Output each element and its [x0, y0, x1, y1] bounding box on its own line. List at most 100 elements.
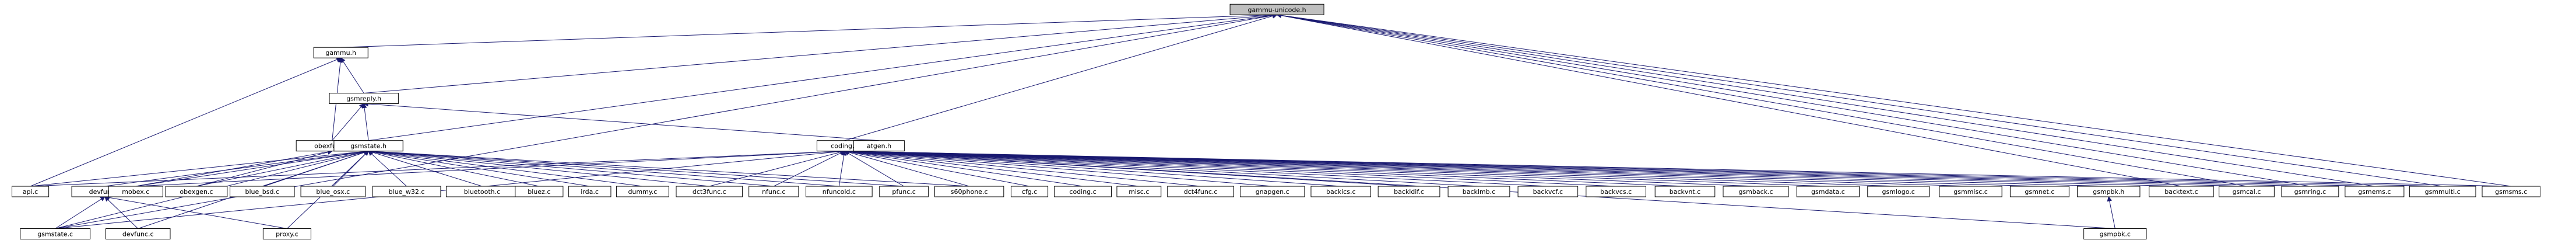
node-gsmpbk-c[interactable]: gsmpbk.c [2083, 228, 2147, 239]
node-backtext[interactable]: backtext.c [2149, 186, 2214, 197]
node-backics[interactable]: backics.c [1310, 186, 1372, 197]
edge-gsmpbk_c-to-gsmpbk_h [2107, 196, 2115, 229]
node-box [1447, 186, 1510, 197]
node-box [262, 228, 311, 239]
edge-gsmstate_h-to-root [368, 13, 1278, 141]
edge-obexgen-to-obexfunc [196, 149, 333, 187]
node-box [1867, 186, 1930, 197]
node-gsmems[interactable]: gsmems.c [2345, 186, 2405, 197]
node-box [1796, 186, 1860, 197]
node-obexgen[interactable]: obexgen.c [165, 186, 228, 197]
node-gsmlogo[interactable]: gsmlogo.c [1867, 186, 1930, 197]
node-gsmmulti[interactable]: gsmmulti.c [2409, 186, 2476, 197]
edge-gsmsms-to-root [1276, 13, 2511, 187]
node-backvnt[interactable]: backvnt.c [1654, 186, 1716, 197]
node-gsmpbk-h[interactable]: gsmpbk.h [2077, 186, 2141, 197]
node-box [1229, 4, 1324, 15]
node-gsmring[interactable]: gsmring.c [2281, 186, 2339, 197]
edge-obexgen-to-gsmstate_h [196, 149, 370, 187]
node-dct3func[interactable]: dct3func.c [676, 186, 743, 197]
node-blue-bsd[interactable]: blue_bsd.c [230, 186, 295, 197]
node-dct4func[interactable]: dct4func.c [1167, 186, 1234, 197]
node-label: blue_w32.c [389, 188, 425, 196]
node-label: bluez.c [528, 188, 550, 196]
node-label: proxy.c [276, 231, 298, 238]
edge-gsmstate_c-to-devfunc_h [55, 196, 106, 229]
node-box [1167, 186, 1234, 197]
edge-gsmems-to-root [1276, 13, 2375, 187]
node-label: gammu.h [325, 49, 356, 57]
node-mobex[interactable]: mobex.c [108, 186, 163, 197]
node-bluez[interactable]: bluez.c [515, 186, 564, 197]
node-irda[interactable]: irda.c [568, 186, 612, 197]
node-blue-osx[interactable]: blue_osx.c [300, 186, 366, 197]
node-label: gsmdata.c [1811, 188, 1845, 196]
node-label: gsmstate.c [37, 231, 73, 238]
node-label: gsmreply.h [346, 95, 381, 103]
node-box [2149, 186, 2214, 197]
node-misc[interactable]: misc.c [1116, 186, 1162, 197]
node-box [2345, 186, 2405, 197]
node-label: dummy.c [628, 188, 657, 196]
node-cfg[interactable]: cfg.c [1010, 186, 1049, 197]
node-gsmreply[interactable]: gsmreply.h [329, 93, 399, 104]
node-label: cfg.c [1022, 188, 1037, 196]
node-box [2281, 186, 2339, 197]
node-gsmstate-h[interactable]: gsmstate.h [333, 140, 403, 152]
node-devfunc-c[interactable]: devfunc.c [105, 228, 171, 239]
node-gsmdata[interactable]: gsmdata.c [1796, 186, 1860, 197]
node-box [879, 186, 929, 197]
node-s60phone[interactable]: s60phone.c [934, 186, 1004, 197]
node-box [616, 186, 669, 197]
node-box [165, 186, 228, 197]
node-box [2219, 186, 2275, 197]
node-box [1654, 186, 1716, 197]
node-box [2083, 228, 2147, 239]
node-gsmstate-c[interactable]: gsmstate.c [20, 228, 91, 239]
node-box [568, 186, 612, 197]
node-nfuncold[interactable]: nfuncold.c [806, 186, 873, 197]
node-gammu[interactable]: gammu.h [313, 47, 368, 58]
edge-api-to-gammu [30, 57, 342, 187]
edge-nfuncold-to-coding [838, 150, 846, 187]
node-box [1010, 186, 1049, 197]
node-dummy[interactable]: dummy.c [616, 186, 669, 197]
node-gsmcal[interactable]: gsmcal.c [2219, 186, 2275, 197]
node-box [1939, 186, 2002, 197]
node-box [329, 93, 399, 104]
graph-nodes: gammu-unicode.hgammu.hgsmreply.hobexfunc… [12, 4, 2540, 239]
node-root[interactable]: gammu-unicode.h [1229, 4, 1324, 15]
node-backldif[interactable]: backldif.c [1377, 186, 1440, 197]
edge-gsmring-to-root [1276, 13, 2310, 187]
node-backvcs[interactable]: backvcs.c [1586, 186, 1646, 197]
node-box [515, 186, 564, 197]
node-backvcf[interactable]: backvcf.c [1517, 186, 1579, 197]
node-label: gnapgen.c [1256, 188, 1289, 196]
node-blue-w32[interactable]: blue_w32.c [372, 186, 441, 197]
node-nfunc[interactable]: nfunc.c [748, 186, 799, 197]
node-label: backldif.c [1394, 188, 1424, 196]
node-coding-c[interactable]: coding.c [1054, 186, 1112, 197]
node-gsmnet[interactable]: gsmnet.c [2009, 186, 2069, 197]
edge-gsmcal-to-root [1276, 13, 2247, 187]
edge-coding-to-root [844, 13, 1278, 141]
node-gsmback[interactable]: gsmback.c [1723, 186, 1789, 197]
node-backlmb[interactable]: backlmb.c [1447, 186, 1510, 197]
node-proxy[interactable]: proxy.c [262, 228, 311, 239]
node-pfunc[interactable]: pfunc.c [879, 186, 929, 197]
node-gsmsms[interactable]: gsmsms.c [2482, 186, 2540, 197]
node-bluetooth[interactable]: bluetooth.c [445, 186, 519, 197]
node-label: blue_osx.c [316, 188, 350, 196]
node-box [20, 228, 91, 239]
node-atgen[interactable]: atgen.h [853, 140, 905, 152]
node-label: dct4func.c [1184, 188, 1218, 196]
node-label: bluetooth.c [464, 188, 500, 196]
node-gsmmisc[interactable]: gsmmisc.c [1939, 186, 2002, 197]
node-gnapgen[interactable]: gnapgen.c [1239, 186, 1305, 197]
node-label: s60phone.c [951, 188, 988, 196]
edge-backtext-to-root [1276, 13, 2182, 187]
node-box [313, 47, 368, 58]
node-api[interactable]: api.c [12, 186, 50, 197]
node-label: gsmmisc.c [1953, 188, 1988, 196]
